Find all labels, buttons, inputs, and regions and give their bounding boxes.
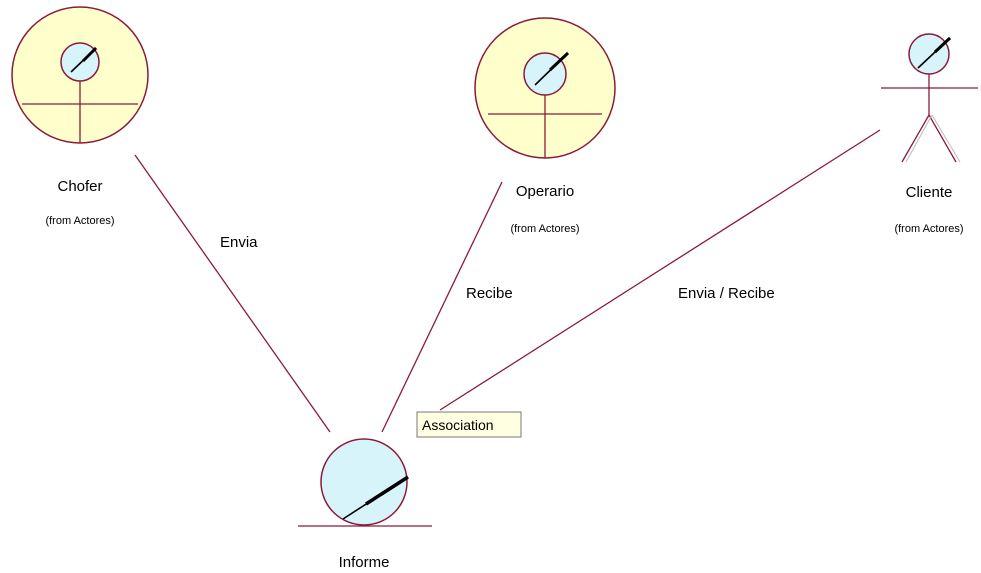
association-line-recibe[interactable] <box>381 181 503 433</box>
entity-informe[interactable]: Informe <box>298 438 432 571</box>
actor-operario[interactable]: Operario (from Actores) <box>474 17 616 235</box>
association-line-envia-recibe[interactable] <box>439 129 881 411</box>
actor-name: Chofer <box>57 178 102 195</box>
actor-chofer[interactable]: Chofer (from Actores) <box>11 6 149 227</box>
actor-package: (from Actores) <box>894 223 963 235</box>
business-actor-icon <box>11 6 149 144</box>
association-label-envia-recibe: Envia / Recibe <box>678 285 775 302</box>
association-line-envia[interactable] <box>134 154 331 433</box>
business-actor-icon <box>474 17 616 159</box>
association-tooltip: Association <box>416 411 522 438</box>
actor-package: (from Actores) <box>45 215 114 227</box>
actor-cliente[interactable]: Cliente (from Actores) <box>881 33 978 235</box>
business-entity-icon <box>298 438 432 527</box>
actor-package: (from Actores) <box>510 223 579 235</box>
tooltip-text: Association <box>422 417 494 433</box>
association-label-recibe: Recibe <box>466 285 513 302</box>
actor-name: Cliente <box>906 184 953 201</box>
association-label-envia: Envia <box>220 234 258 251</box>
entity-name: Informe <box>339 554 390 571</box>
stick-figure-icon <box>881 33 978 163</box>
actor-name: Operario <box>516 183 574 200</box>
